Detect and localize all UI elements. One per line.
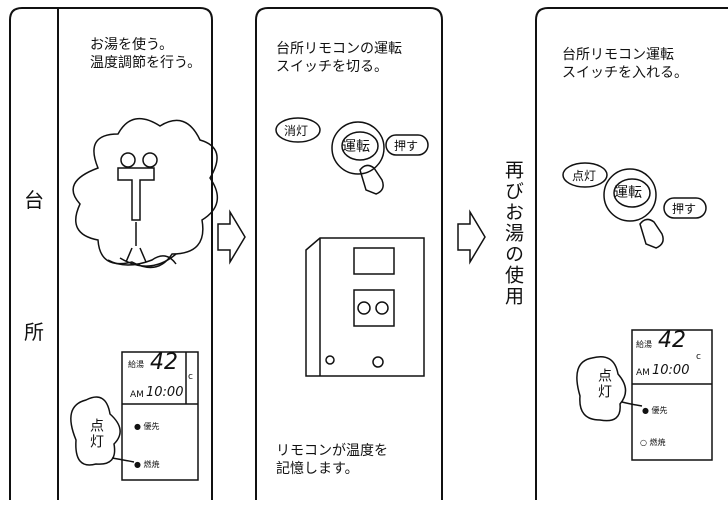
panel1-temp-label: 給湯: [128, 360, 144, 369]
arrows: [217, 209, 486, 265]
panel1-time-prefix: AM: [130, 390, 144, 400]
panel3-switch-label[interactable]: 運転: [614, 185, 642, 201]
panel1-frame: [9, 7, 213, 500]
panel3-callout: [576, 356, 643, 422]
panel2-switch: [275, 117, 429, 195]
panel3-temp-unit: c: [696, 352, 701, 362]
panel2-remote: [305, 237, 425, 377]
panel3-temp-value: 42: [658, 328, 686, 353]
side-label-bottom: 所: [24, 320, 44, 344]
panel3-caption: 台所リモコン運転 スイッチを入れる。: [562, 47, 688, 81]
panel2-caption: 台所リモコンの運転 スイッチを切る。: [276, 41, 402, 75]
panel1-callout-label: 点灯: [88, 418, 104, 450]
panel1-callout: [70, 396, 135, 466]
middle-label: 再びお湯の使用: [502, 160, 524, 307]
panel3-temp-label: 給湯: [636, 340, 652, 349]
panel2-press-label: 押す: [394, 139, 419, 153]
side-label-top: 台: [24, 188, 44, 212]
panel3-press-label: 押す: [672, 202, 697, 216]
panel3-callout-label: 点灯: [596, 368, 612, 400]
panel3-time: 10:00: [652, 363, 690, 378]
panel3-row2: ○ 燃焼: [640, 438, 666, 447]
panel1-row2: ● 燃焼: [134, 460, 160, 469]
panel3-switch: [562, 162, 707, 249]
panel2-bottom-caption: リモコンが温度を 記憶します。: [276, 443, 388, 477]
panel1-row1: ● 優先: [134, 422, 160, 431]
arrow-2: [457, 209, 486, 265]
faucet-illustration: [72, 117, 219, 269]
arrow-1: [217, 209, 246, 265]
panel1-temp-unit: c: [188, 372, 193, 382]
panel2-switch-label[interactable]: 運転: [342, 139, 370, 155]
panel1-time: 10:00: [146, 385, 184, 400]
panel2-frame: [255, 7, 443, 500]
panel1-remote: [121, 351, 199, 481]
panel1-temp-value: 42: [150, 350, 178, 375]
panel3-on-label: 点灯: [572, 169, 597, 183]
panel3-frame: [535, 7, 728, 500]
panel3-remote: [631, 329, 713, 461]
panel3-row1: ● 優先: [642, 406, 668, 415]
panel2-off-label: 消灯: [284, 124, 309, 138]
panel1-caption: お湯を使う。 温度調節を行う。: [90, 37, 202, 71]
panel3-time-prefix: AM: [636, 368, 650, 378]
